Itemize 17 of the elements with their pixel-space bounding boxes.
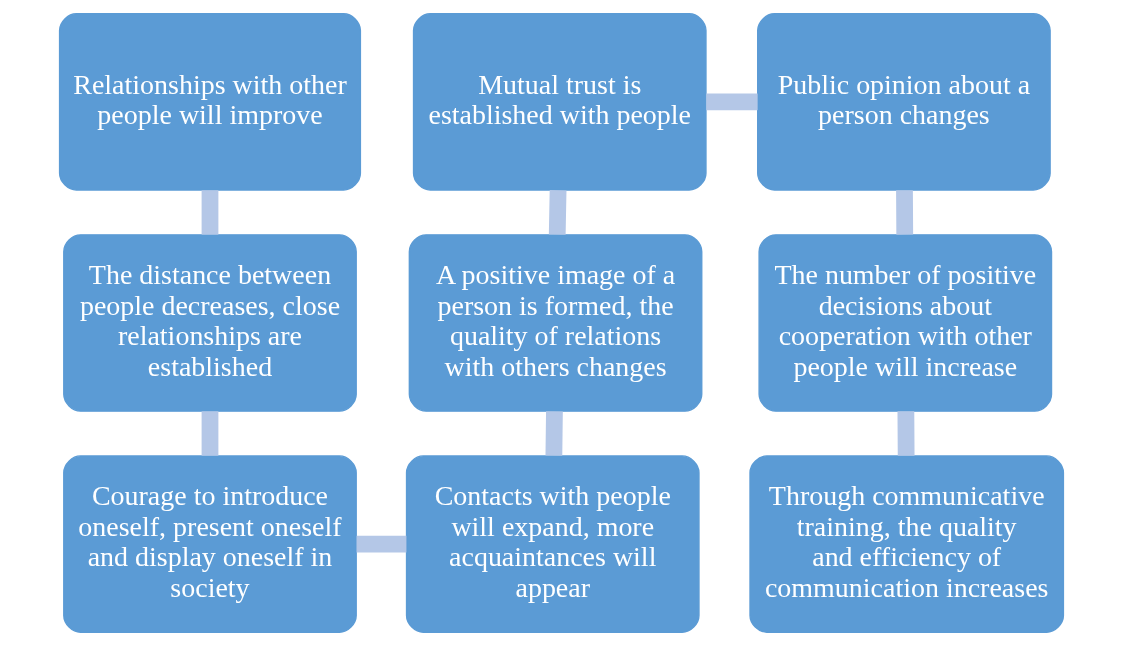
- node-box: A positive image of a person is formed, the quality of relations with others changes: [408, 234, 703, 412]
- connector: [356, 535, 407, 553]
- node-box: Courage to introduce oneself, present oneself and display oneself in society: [63, 455, 357, 633]
- node-box: Public opinion about a person changes: [757, 13, 1051, 191]
- connector: [548, 190, 567, 235]
- node-box: The distance between people decreases, close relationships are established: [63, 234, 357, 412]
- connector: [201, 411, 219, 456]
- connector: [545, 411, 563, 456]
- node-box: Through communicative training, the quality and efficiency of communication increases: [749, 455, 1065, 633]
- connector: [706, 93, 758, 111]
- node-box: Relationships with other people will improve: [58, 13, 362, 191]
- node-box: Contacts with people will expand, more acquaintances will appear: [405, 455, 700, 633]
- connector: [897, 411, 915, 456]
- connector: [201, 190, 219, 235]
- node-box: Mutual trust is established with people: [412, 13, 707, 191]
- node-box: The number of positive decisions about cooperation with other people will increase: [758, 234, 1053, 412]
- connector: [896, 190, 914, 235]
